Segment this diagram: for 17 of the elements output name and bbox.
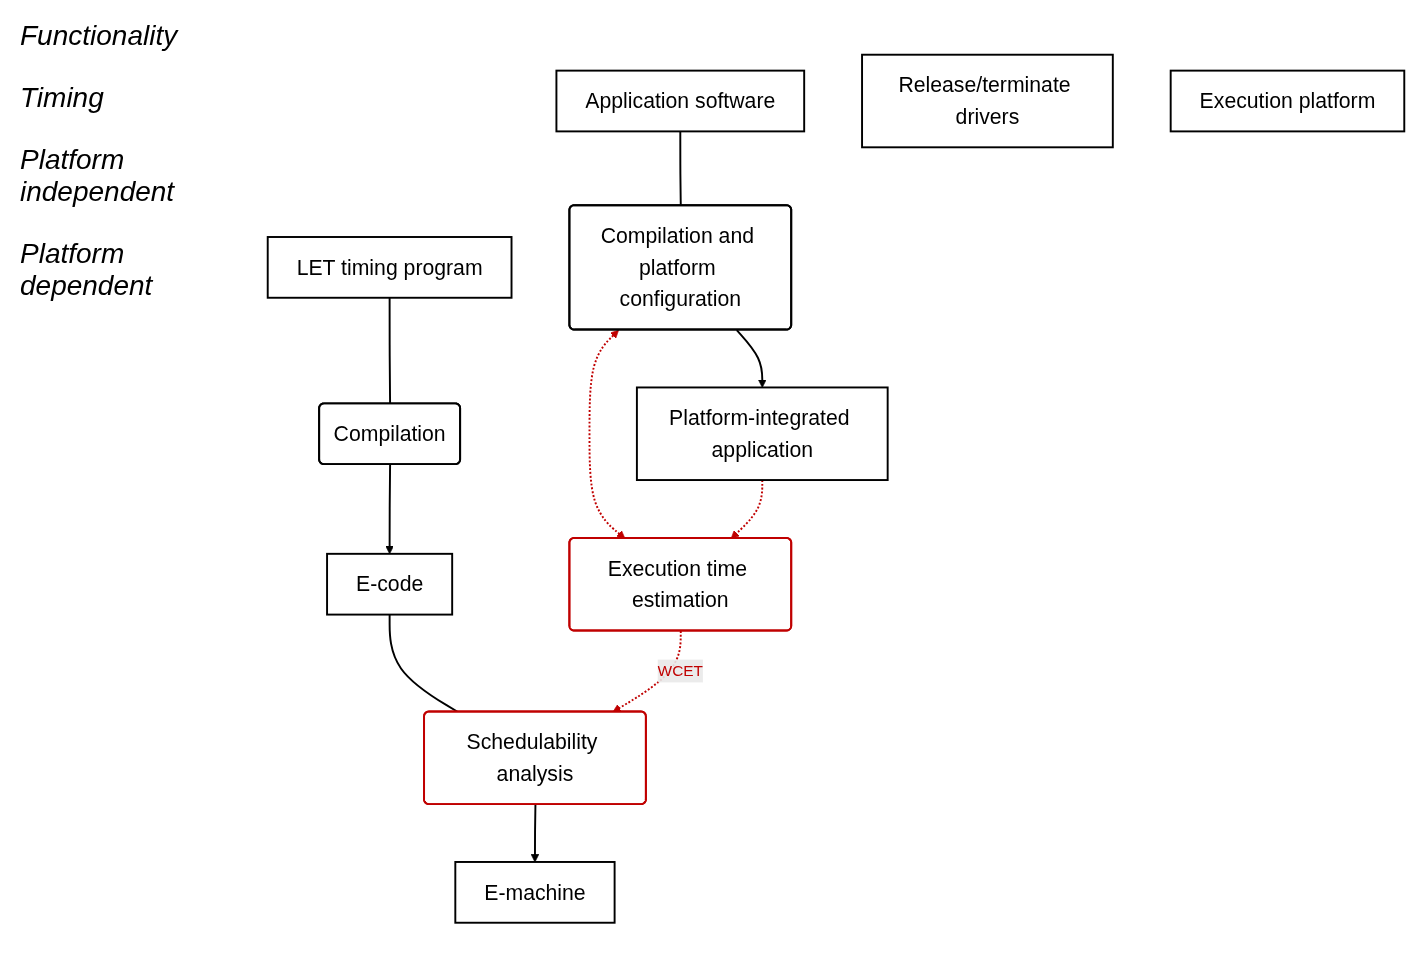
arrow xyxy=(385,463,394,555)
arrow xyxy=(735,329,767,389)
node-box: E-machine xyxy=(454,861,616,924)
connector xyxy=(679,130,682,207)
node-box: Application software xyxy=(555,69,806,133)
note-text: Functionality xyxy=(20,20,180,52)
arrow xyxy=(530,803,540,863)
note-text: Platform dependent xyxy=(20,238,154,302)
edge-label: WCET xyxy=(657,662,704,679)
node-box: LET timing program xyxy=(266,236,513,299)
node-box: E-code xyxy=(326,553,454,616)
node-box: Execution platform xyxy=(1169,69,1406,133)
note-text: Platform independent xyxy=(20,144,176,208)
node-box: Platform-integrated application xyxy=(635,386,889,482)
arrow xyxy=(588,330,626,540)
note-text: Timing xyxy=(20,82,105,114)
node-box: Release/terminate drivers xyxy=(861,54,1114,149)
